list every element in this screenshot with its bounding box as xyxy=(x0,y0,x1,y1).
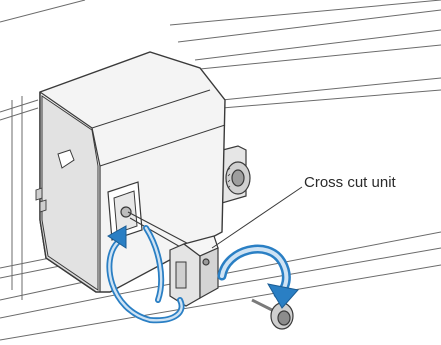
cross-cut-unit-label: Cross cut unit xyxy=(304,174,396,192)
rear-knob xyxy=(226,162,250,194)
rotate-arrow-icon xyxy=(222,249,298,308)
thumb-screw xyxy=(252,300,293,329)
